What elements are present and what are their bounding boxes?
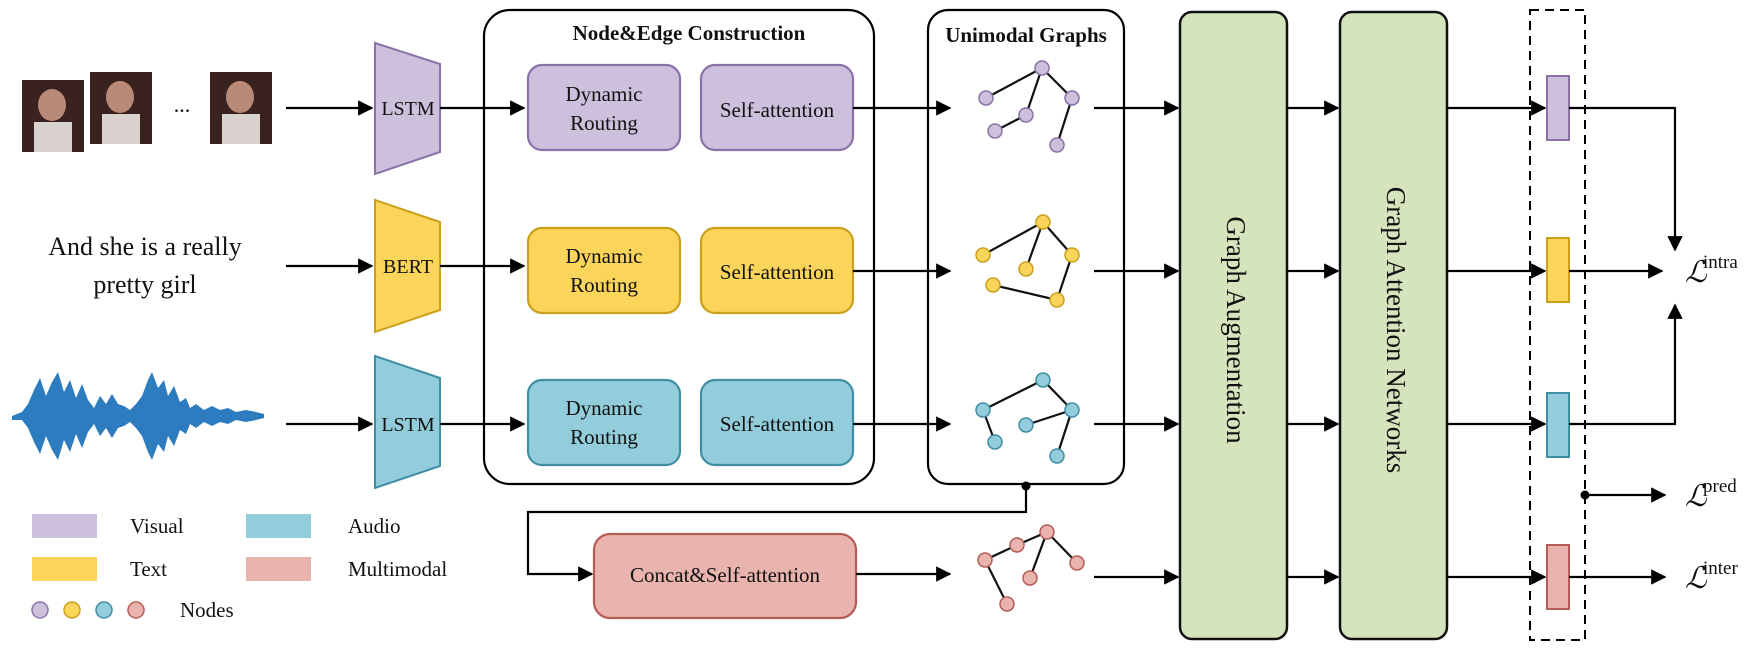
text-encoder: BERT xyxy=(374,198,441,334)
node-edge-title: Node&Edge Construction xyxy=(573,21,806,45)
visual-self-attention-label: Self-attention xyxy=(720,98,835,122)
text-routing-line1: Dynamic xyxy=(566,244,643,268)
arrow-audio-to-intra xyxy=(1569,303,1683,426)
audio-dynamic-routing: Dynamic Routing xyxy=(526,378,682,467)
concat-label: Concat&Self-attention xyxy=(630,563,821,587)
legend-node-audio xyxy=(95,601,113,619)
legend-audio-label: Audio xyxy=(348,514,401,538)
loss-intra-sup: intra xyxy=(1703,252,1738,273)
loss-intra-symbol: ℒ xyxy=(1685,256,1708,289)
input-text-line1: And she is a really xyxy=(48,232,242,261)
legend-node-visual xyxy=(31,601,49,619)
graph-augmentation-label: Graph Augmentation xyxy=(1221,216,1251,444)
loss-inter-symbol: ℒ xyxy=(1685,562,1708,595)
visual-output-vector xyxy=(1546,75,1570,141)
legend-node-text xyxy=(63,601,81,619)
audio-encoder: LSTM xyxy=(374,354,441,490)
audio-graph xyxy=(975,372,1080,464)
video-frame-3 xyxy=(210,72,272,144)
legend-multimodal-label: Multimodal xyxy=(348,557,447,581)
video-frame-2 xyxy=(90,72,152,144)
legend-visual-label: Visual xyxy=(130,514,184,538)
visual-graph xyxy=(978,60,1080,153)
unimodal-graphs-title: Unimodal Graphs xyxy=(945,23,1107,47)
text-routing-line2: Routing xyxy=(570,273,638,297)
visual-dynamic-routing: Dynamic Routing xyxy=(526,63,682,152)
graph-augmentation-block: Graph Augmentation xyxy=(1178,10,1289,641)
video-frames: ... xyxy=(22,72,272,152)
text-graph xyxy=(975,214,1080,308)
unimodal-graphs-panel xyxy=(926,8,1126,486)
visual-routing-line2: Routing xyxy=(570,111,638,135)
visual-encoder: LSTM xyxy=(374,41,441,176)
legend-audio-swatch xyxy=(246,514,311,538)
loss-inter-sup: inter xyxy=(1703,558,1738,579)
arrow-graphs-to-concat xyxy=(526,486,1028,582)
text-self-attention: Self-attention xyxy=(699,226,855,315)
video-frame-1 xyxy=(22,80,84,152)
visual-encoder-label: LSTM xyxy=(381,98,435,120)
legend-text-swatch xyxy=(32,557,97,581)
text-encoder-label: BERT xyxy=(383,256,433,278)
arrow-visual-to-intra xyxy=(1569,106,1683,252)
multimodal-output-vector xyxy=(1546,544,1570,610)
text-output-vector xyxy=(1546,237,1570,303)
loss-pred-symbol: ℒ xyxy=(1685,480,1708,513)
output-vectors-container xyxy=(1529,9,1586,641)
concat-self-attention: Concat&Self-attention xyxy=(592,532,858,620)
audio-waveform xyxy=(12,372,264,460)
legend-visual-swatch xyxy=(32,514,97,538)
visual-routing-line1: Dynamic xyxy=(566,82,643,106)
branch-dot-graphs xyxy=(1021,481,1031,491)
multimodal-graph xyxy=(977,524,1085,612)
graph-attention-block: Graph Attention Networks xyxy=(1338,10,1449,641)
audio-output-vector xyxy=(1546,392,1570,458)
graph-attention-label: Graph Attention Networks xyxy=(1381,187,1411,473)
audio-self-attention-label: Self-attention xyxy=(720,412,835,436)
text-dynamic-routing: Dynamic Routing xyxy=(526,226,682,315)
audio-routing-line2: Routing xyxy=(570,425,638,449)
visual-self-attention: Self-attention xyxy=(699,63,855,152)
loss-pred: ℒ pred xyxy=(1685,476,1737,513)
loss-intra: ℒ intra xyxy=(1685,252,1738,289)
frames-ellipsis: ... xyxy=(174,92,191,117)
legend-node-multimodal xyxy=(127,601,145,619)
audio-encoder-label: LSTM xyxy=(381,414,435,436)
loss-inter: ℒ inter xyxy=(1685,558,1738,595)
loss-pred-sup: pred xyxy=(1703,476,1737,497)
legend-text-label: Text xyxy=(130,557,167,581)
legend: Visual Audio Text Multimodal Nodes xyxy=(31,514,447,622)
input-text-line2: pretty girl xyxy=(93,270,196,299)
node-edge-panel xyxy=(482,8,876,486)
text-self-attention-label: Self-attention xyxy=(720,260,835,284)
audio-routing-line1: Dynamic xyxy=(566,396,643,420)
legend-multimodal-swatch xyxy=(246,557,311,581)
legend-nodes-label: Nodes xyxy=(180,598,234,622)
audio-self-attention: Self-attention xyxy=(699,378,855,467)
